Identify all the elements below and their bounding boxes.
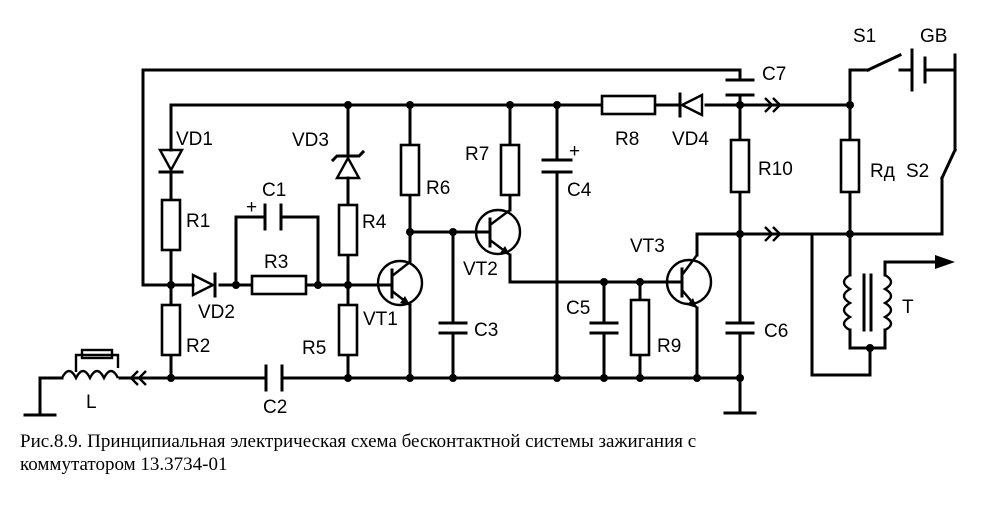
resistor-r3 bbox=[250, 274, 308, 296]
capacitors bbox=[263, 78, 755, 392]
capacitor-c3 bbox=[438, 321, 468, 335]
label-gb: GB bbox=[920, 26, 947, 47]
ignition-circuit-schematic: S1 GB C7 R8 VD4 VD1 VD3 R7 C4 + R10 Rд S… bbox=[23, 26, 957, 418]
label-r5: R5 bbox=[302, 338, 326, 359]
label-c5: C5 bbox=[566, 298, 590, 319]
label-r9: R9 bbox=[657, 336, 681, 357]
label-r4: R4 bbox=[362, 212, 387, 233]
transformer-t bbox=[842, 273, 893, 332]
resistor-r9 bbox=[629, 298, 651, 357]
label-c3: C3 bbox=[474, 320, 498, 341]
zener-vd3 bbox=[330, 146, 366, 180]
label-c7: C7 bbox=[762, 64, 786, 85]
label-r10: R10 bbox=[758, 159, 793, 180]
label-r6: R6 bbox=[426, 178, 450, 199]
diode-vd1 bbox=[157, 148, 185, 182]
label-vd1: VD1 bbox=[176, 129, 213, 150]
diode-vd4 bbox=[678, 92, 704, 118]
label-vd4: VD4 bbox=[672, 129, 709, 150]
caption-line-2: коммутатором 13.3734-01 bbox=[20, 454, 228, 475]
switches-battery bbox=[866, 48, 957, 180]
battery-gb bbox=[910, 48, 957, 92]
inductor-l bbox=[23, 348, 120, 417]
resistor-r1 bbox=[160, 198, 182, 252]
label-t: T bbox=[902, 297, 914, 318]
resistor-r8 bbox=[600, 94, 657, 116]
label-plus-c4: + bbox=[569, 141, 580, 162]
connectors bbox=[129, 97, 955, 386]
transistors bbox=[376, 208, 713, 309]
label-s1: S1 bbox=[853, 26, 876, 47]
label-plus-c1: + bbox=[246, 197, 257, 218]
label-c6: C6 bbox=[764, 321, 788, 342]
switch-s2 bbox=[940, 148, 957, 180]
capacitor-c4 bbox=[541, 158, 573, 174]
label-r8: R8 bbox=[615, 129, 639, 150]
coils bbox=[23, 273, 893, 417]
resistor-r10 bbox=[729, 138, 751, 194]
label-l: L bbox=[86, 392, 97, 413]
label-rd: Rд bbox=[870, 161, 895, 182]
switch-s1 bbox=[866, 53, 914, 72]
label-r2: R2 bbox=[186, 336, 210, 357]
figure-caption: Рис.8.9. Принципиальная электрическая сх… bbox=[20, 430, 960, 476]
label-r3: R3 bbox=[264, 252, 288, 273]
resistor-r4 bbox=[337, 203, 359, 257]
resistor-r7 bbox=[499, 143, 521, 197]
label-vd2: VD2 bbox=[198, 302, 235, 323]
capacitor-c1 bbox=[263, 203, 283, 231]
label-vd3: VD3 bbox=[292, 130, 329, 151]
label-vt3: VT3 bbox=[630, 236, 665, 257]
diode-vd2 bbox=[191, 272, 217, 298]
junctions bbox=[167, 101, 874, 382]
resistor-rd bbox=[839, 138, 861, 194]
diodes bbox=[157, 92, 704, 298]
capacitor-c2 bbox=[264, 364, 284, 392]
label-r1: R1 bbox=[186, 211, 210, 232]
label-s2: S2 bbox=[906, 161, 929, 182]
transistor-vt3 bbox=[665, 254, 713, 309]
resistor-r5 bbox=[337, 303, 359, 357]
resistors bbox=[160, 94, 861, 357]
resistor-r6 bbox=[399, 143, 421, 197]
caption-line-1: Рис.8.9. Принципиальная электрическая сх… bbox=[20, 431, 697, 452]
capacitor-c6 bbox=[725, 321, 755, 335]
component-labels: S1 GB C7 R8 VD4 VD1 VD3 R7 C4 + R10 Rд S… bbox=[86, 26, 947, 418]
label-c1: C1 bbox=[262, 180, 286, 201]
capacitor-c7 bbox=[725, 78, 755, 97]
resistor-r2 bbox=[160, 303, 182, 357]
label-r7: R7 bbox=[465, 144, 489, 165]
label-c2: C2 bbox=[263, 397, 287, 418]
label-c4: C4 bbox=[567, 180, 592, 201]
transistor-vt1 bbox=[376, 259, 424, 307]
label-vt1: VT1 bbox=[363, 309, 398, 330]
capacitor-c5 bbox=[589, 321, 619, 335]
transistor-vt2 bbox=[474, 208, 522, 256]
label-vt2: VT2 bbox=[463, 259, 498, 280]
